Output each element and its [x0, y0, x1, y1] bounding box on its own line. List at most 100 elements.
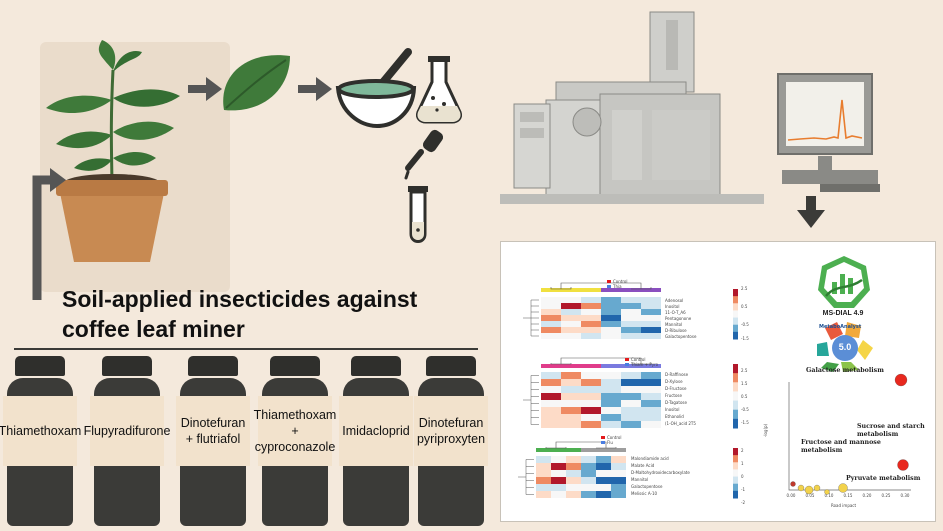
- heatmap-cell: [536, 477, 551, 484]
- heatmap-2-legend-a: Control: [631, 357, 646, 362]
- leaf-icon: [223, 55, 290, 111]
- heatmap-cell: [601, 303, 621, 309]
- bottle-label: Thiamethoxam: [0, 396, 81, 466]
- heatmap-cell: [621, 327, 641, 333]
- heatmap-2-row-label: D-Fructose: [665, 386, 687, 391]
- heatmap-cell: [641, 421, 661, 428]
- pathway-x-tick-label: 0.10: [825, 493, 834, 498]
- heatmap-cell: [541, 303, 561, 309]
- pathway-x-tick-label: 0.20: [863, 493, 872, 498]
- heatmap-cell: [601, 393, 621, 400]
- heatmap-cell: [621, 297, 641, 303]
- heatmap-cell: [621, 309, 641, 315]
- heatmap-row-dendrogram: [523, 375, 539, 425]
- heatmap-cell: [561, 393, 581, 400]
- bottle-label-line-2: pyriproxyten: [416, 432, 486, 446]
- mortar-pestle-icon: [335, 48, 417, 129]
- bottle-label-line-1: Dinotefuran: [180, 416, 246, 430]
- heatmap-group-bar: [601, 364, 621, 368]
- heatmap-1-scale-label: 2.5: [741, 286, 748, 291]
- heatmap-group: [518, 280, 738, 499]
- heatmap-cell: [566, 456, 581, 463]
- heatmap-cell: [641, 414, 661, 421]
- bottle-label-line-1: Thiamethoxam: [0, 424, 82, 438]
- bottle-label: Dinotefuran+ flutriafol: [176, 396, 250, 466]
- heatmap-cell: [581, 386, 601, 393]
- heatmap-legend-swatch: [601, 441, 605, 444]
- heatmap-1-scale-label: 0.5: [741, 304, 748, 309]
- heatmap-cell: [596, 456, 611, 463]
- heatmap-cell: [621, 414, 641, 421]
- heatmap-color-scale: [733, 296, 738, 304]
- heatmap-cell: [641, 372, 661, 379]
- heatmap-color-scale: [733, 462, 738, 470]
- heatmap-cell: [641, 309, 661, 315]
- test-tube-icon: [408, 186, 428, 243]
- heatmap-cell: [621, 303, 641, 309]
- heatmap-group-bar: [641, 364, 661, 368]
- heatmap-cell: [541, 393, 561, 400]
- heatmap-group-bar: [601, 288, 621, 292]
- heatmap-cell: [581, 309, 601, 315]
- heatmap-cell: [621, 372, 641, 379]
- headline-line-2: coffee leaf miner: [62, 316, 245, 342]
- heatmap-cell: [541, 407, 561, 414]
- heatmap-cell: [611, 484, 626, 491]
- flask-icon: [416, 56, 462, 124]
- heatmap-1-row-label: Pentagonone: [665, 316, 692, 321]
- heatmap-cell: [601, 372, 621, 379]
- heatmap-1-scale-label: -0.5: [741, 322, 749, 327]
- heatmap-group-bar: [541, 288, 561, 292]
- heatmap-dendrogram: [545, 441, 617, 449]
- heatmap-1-row-label: Galactopentose: [665, 334, 697, 339]
- heatmap-cell: [541, 386, 561, 393]
- heatmap-cell: [601, 315, 621, 321]
- msdial-version-label: MS-DIAL 4.9: [822, 310, 864, 317]
- heatmap-cell: [561, 321, 581, 327]
- heatmap-cell: [536, 456, 551, 463]
- heatmap-cell: [601, 386, 621, 393]
- heatmap-cell: [611, 477, 626, 484]
- heatmap-color-scale: [733, 317, 738, 326]
- heatmap-1-scale-label: -1.5: [741, 336, 749, 341]
- heatmap-cell: [561, 315, 581, 321]
- bottle-cap: [426, 356, 476, 376]
- heatmap-1-row-label: 11-O-T_A6: [665, 310, 686, 315]
- heatmap-cell: [581, 421, 601, 428]
- pathway-label: Pyruvate metabolism: [846, 475, 921, 482]
- heatmap-cell: [566, 470, 581, 477]
- heatmap-cell: [601, 333, 621, 339]
- heatmap-legend-swatch: [625, 363, 629, 366]
- heatmap-cell: [601, 414, 621, 421]
- heatmap-cell: [641, 379, 661, 386]
- heatmap-legend-swatch: [625, 358, 629, 361]
- heatmap-cell: [621, 333, 641, 339]
- heatmap-cell: [581, 484, 596, 491]
- heatmap-cell: [596, 491, 611, 498]
- heatmap-cell: [621, 393, 641, 400]
- soil-flow-arrow: [32, 175, 50, 300]
- heatmap-cell: [551, 484, 566, 491]
- heatmap-cell: [581, 297, 601, 303]
- heatmap-cell: [536, 484, 551, 491]
- heatmap-cell: [641, 303, 661, 309]
- heatmap-color-scale: [733, 303, 738, 311]
- heatmap-cell: [621, 386, 641, 393]
- heatmap-cell: [621, 407, 641, 414]
- heatmap-1-row-label: Adenosol: [665, 298, 684, 303]
- heatmap-color-scale: [733, 373, 738, 383]
- heatmap-cell: [611, 491, 626, 498]
- heatmap-cell: [561, 407, 581, 414]
- heatmap-2-row-label: (1-OH_acid 2T5: [665, 421, 696, 426]
- heatmap-legend-swatch: [607, 285, 611, 288]
- heatmap-cell: [561, 309, 581, 315]
- heatmap-color-scale: [733, 409, 738, 420]
- heatmap-cell: [641, 327, 661, 333]
- heatmap-color-scale: [733, 448, 738, 456]
- pathway-x-tick-label: 0.00: [787, 493, 796, 498]
- heatmap-group-bar: [536, 448, 551, 452]
- heatmap-cell: [596, 470, 611, 477]
- heatmap-cell: [536, 470, 551, 477]
- heatmap-dendrogram: [550, 357, 652, 365]
- pathway-bubble: [838, 483, 848, 493]
